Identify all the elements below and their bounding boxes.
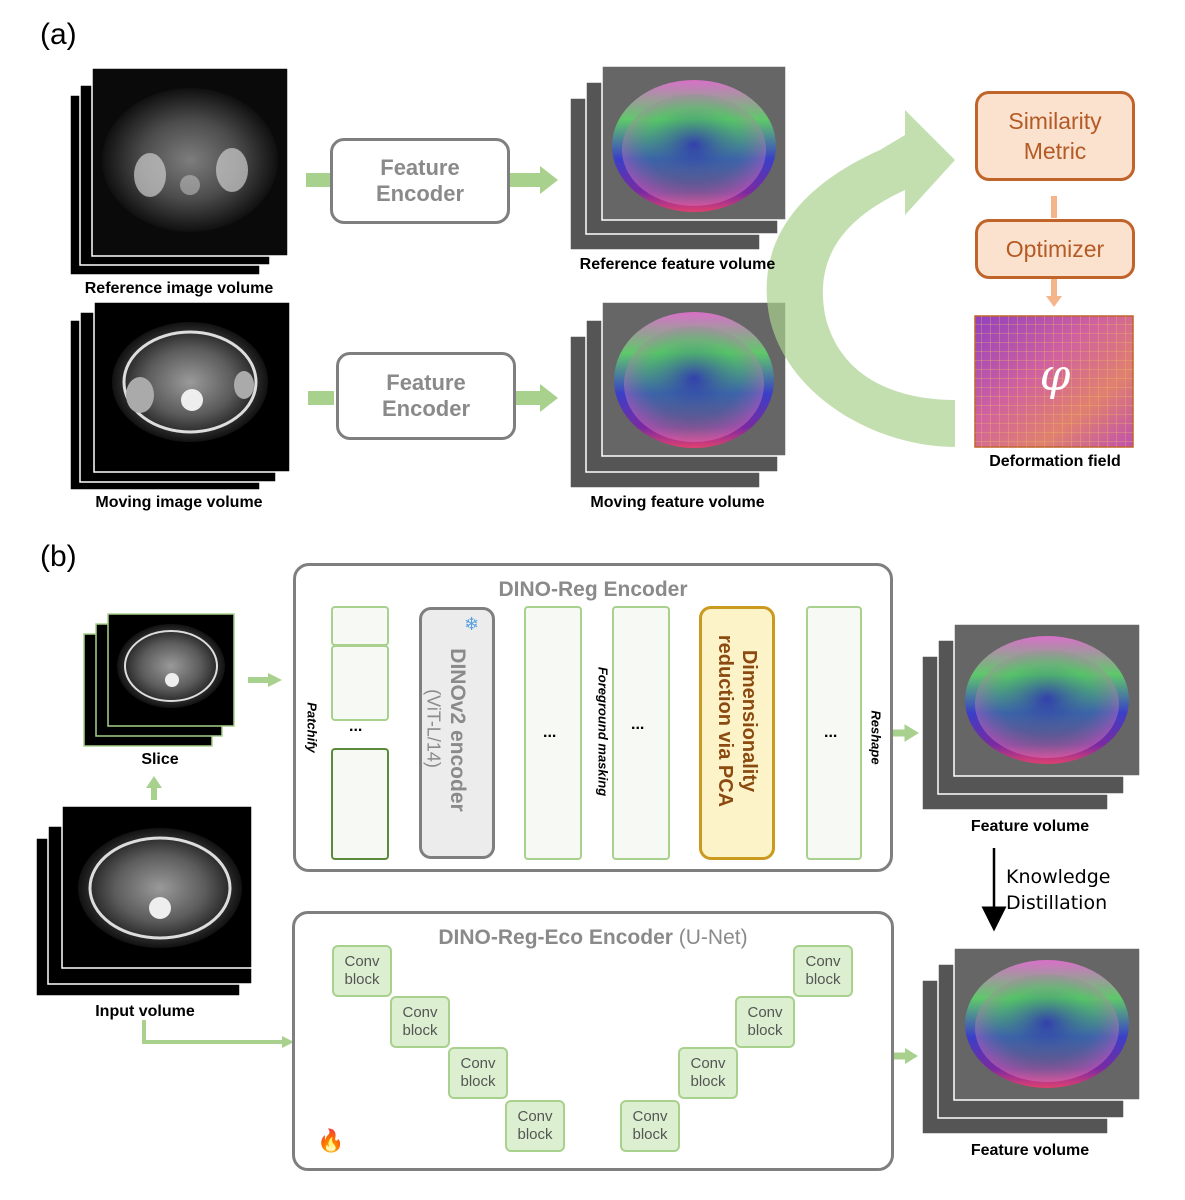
deformation-field-label: Deformation field <box>989 453 1121 470</box>
moving-feature-stack <box>569 301 787 489</box>
token-ellipsis-3: ... <box>824 724 838 741</box>
pca-box: Dimensionality reduction via PCA <box>699 606 775 860</box>
token-ellipsis-1: ... <box>543 724 557 741</box>
foreground-masking-label: Foreground masking <box>595 666 611 797</box>
token-ellipsis-2: ... <box>631 716 645 733</box>
feature-volume-top-label: Feature volume <box>970 818 1090 835</box>
eco-title-suffix: (U-Net) <box>672 926 748 949</box>
patch-box-bottom <box>331 748 389 860</box>
moving-image-label: Moving image volume <box>95 494 263 511</box>
curved-arrow <box>766 110 955 447</box>
feature-volume-stack-top <box>921 623 1141 811</box>
phi-symbol: φ <box>1039 350 1071 401</box>
panel-a-tag: (a) <box>40 18 77 51</box>
fire-icon: 🔥 <box>317 1128 345 1153</box>
snowflake-icon: ❄ <box>464 614 480 634</box>
reference-image-stack <box>69 67 289 276</box>
feature-volume-bottom-label: Feature volume <box>970 1142 1090 1159</box>
feature-volume-stack-bottom <box>921 947 1141 1135</box>
conv-block-bottleneck-2: Conv block <box>620 1100 680 1152</box>
conv-block-enc-3: Conv block <box>448 1047 508 1099</box>
conv-block-dec-1: Conv block <box>793 945 853 997</box>
conv-block-dec-2: Conv block <box>735 996 795 1048</box>
dino-reg-encoder-box: DINO-Reg Encoder <box>293 563 893 872</box>
reshape-label: Reshape <box>868 710 884 765</box>
conv-block-dec-3: Conv block <box>678 1047 738 1099</box>
reference-image-label: Reference image volume <box>84 280 274 297</box>
input-volume-stack <box>35 805 253 997</box>
slice-label: Slice <box>141 751 179 768</box>
pca-label: Dimensionality reduction via PCA <box>714 634 760 808</box>
conv-block-enc-2: Conv block <box>390 996 450 1048</box>
vit-label: (ViT-L/14) <box>423 689 444 768</box>
moving-image-stack <box>69 301 291 491</box>
knowledge-distillation-label: Knowledge Distillation <box>1006 866 1111 914</box>
deformation-field <box>974 315 1134 448</box>
patch-box-top <box>331 606 389 646</box>
panel-b-tag: (b) <box>40 540 77 573</box>
slice-stack <box>83 613 235 747</box>
token-column-box-3 <box>806 606 862 860</box>
conv-block-bottleneck-1: Conv block <box>505 1100 565 1152</box>
conv-block-enc-1: Conv block <box>332 945 392 997</box>
dinov2-encoder-box: ❄ DINOv2 encoder (ViT-L/14) <box>419 607 495 859</box>
optimizer-box: Optimizer <box>975 219 1135 279</box>
token-column-box-2 <box>612 606 670 860</box>
reference-feature-stack <box>569 65 787 251</box>
patch-box-mid <box>331 645 389 721</box>
feature-encoder-top: Feature Encoder <box>330 138 510 224</box>
feature-encoder-bottom: Feature Encoder <box>336 352 516 440</box>
token-column-box-1 <box>524 606 582 860</box>
patchify-label: Patchify <box>304 702 320 753</box>
dino-reg-title: DINO-Reg Encoder <box>498 578 688 601</box>
patch-ellipsis: ... <box>349 718 363 735</box>
dinov2-label: DINOv2 encoder <box>446 648 469 812</box>
input-volume-label: Input volume <box>95 1003 195 1020</box>
eco-title-main: DINO-Reg-Eco Encoder <box>438 926 673 949</box>
moving-feature-label: Moving feature volume <box>590 494 765 511</box>
reference-feature-label: Reference feature volume <box>579 256 776 273</box>
similarity-metric-box: Similarity Metric <box>975 91 1135 181</box>
eco-title: DINO-Reg-Eco Encoder (U-Net) <box>295 926 891 950</box>
